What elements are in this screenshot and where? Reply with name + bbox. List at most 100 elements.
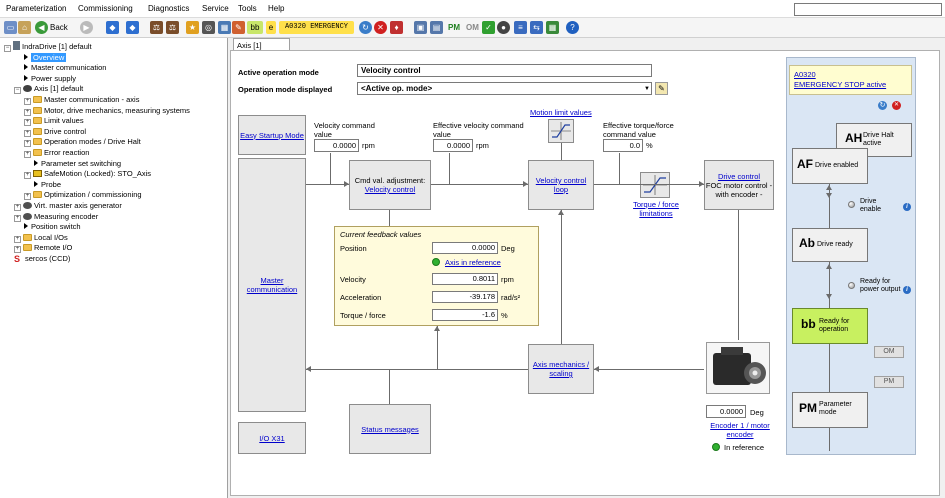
status-messages-link[interactable]: Status messages xyxy=(361,424,419,434)
expand-toggle-icon[interactable]: + xyxy=(24,129,31,137)
cmd-adjust-block[interactable]: Cmd val. adjustment: Velocity control xyxy=(349,160,431,210)
expand-toggle-icon[interactable]: − xyxy=(4,45,11,52)
compare-icon[interactable]: ⇆ xyxy=(530,21,543,34)
tree-item[interactable]: +Master communication - axis xyxy=(24,94,139,105)
master-comm-link[interactable]: Master communication xyxy=(246,276,298,294)
om-mode[interactable]: OM xyxy=(466,23,479,32)
cmd-adjust-link[interactable]: Velocity control xyxy=(364,185,416,194)
tree-item[interactable]: −Axis [1] default xyxy=(14,83,83,95)
axis-mechanics-block[interactable]: Axis mechanics / scaling xyxy=(528,344,594,394)
previous-icon[interactable]: ◆ xyxy=(106,21,119,34)
expand-toggle-icon[interactable]: + xyxy=(24,151,31,158)
menu-commissioning[interactable]: Commissioning xyxy=(78,4,133,13)
star-icon[interactable]: ★ xyxy=(186,21,199,34)
stop-icon[interactable]: ✕ xyxy=(374,21,387,34)
print-icon[interactable]: ▤ xyxy=(430,21,443,34)
torque-limit-icon[interactable] xyxy=(640,172,670,198)
tree-item[interactable]: Probe xyxy=(34,179,61,190)
tree-item[interactable]: Parameter set switching xyxy=(34,158,121,169)
tree-item[interactable]: +SafeMotion (Locked): STO_Axis xyxy=(24,168,151,180)
master-comm-block[interactable]: Master communication xyxy=(238,158,306,412)
menu-help[interactable]: Help xyxy=(268,4,285,13)
expand-toggle-icon[interactable]: + xyxy=(24,108,31,116)
pm-button[interactable]: PM xyxy=(874,376,904,388)
tree-item[interactable]: Power supply xyxy=(24,73,76,84)
tree-item[interactable]: +Measuring encoder xyxy=(14,211,98,222)
info-icon[interactable]: i xyxy=(903,286,911,294)
back-label[interactable]: Back xyxy=(50,23,68,32)
tree-item[interactable]: +Error reaction xyxy=(24,147,89,158)
motion-limits-link[interactable]: Motion limit values xyxy=(530,108,592,117)
check-icon[interactable]: ✓ xyxy=(482,21,495,34)
displayed-mode-select[interactable]: <Active op. mode> xyxy=(357,82,652,95)
search-input[interactable] xyxy=(794,3,942,16)
state-af[interactable]: AF Drive enabled xyxy=(792,148,868,184)
menu-parameterization[interactable]: Parameterization xyxy=(6,4,67,13)
tree-item[interactable]: +Motor, drive mechanics, measuring syste… xyxy=(24,105,190,116)
alarm-code[interactable]: A0320 xyxy=(794,70,816,79)
io-link[interactable]: I/O X31 xyxy=(259,433,285,443)
expand-toggle-icon[interactable]: + xyxy=(14,204,21,211)
tree-item[interactable]: −IndraDrive [1] default xyxy=(4,41,92,52)
expand-toggle-icon[interactable]: + xyxy=(24,172,31,180)
expand-toggle-icon[interactable]: + xyxy=(24,119,31,127)
alarm-text[interactable]: EMERGENCY STOP active xyxy=(794,80,887,89)
expand-toggle-icon[interactable]: − xyxy=(14,87,21,95)
velocity-loop-block[interactable]: Velocity control loop xyxy=(528,160,594,210)
scope-icon[interactable]: ⚖ xyxy=(150,21,163,34)
list-icon[interactable]: ≡ xyxy=(514,21,527,34)
axis-ref-link[interactable]: Axis in reference xyxy=(445,258,501,267)
reset-icon[interactable]: ♦ xyxy=(390,21,403,34)
tree-item[interactable]: Master communication xyxy=(24,62,106,73)
state-pm[interactable]: PM Parameter mode xyxy=(792,392,868,428)
tree-item[interactable]: +Virt. master axis generator xyxy=(14,200,122,211)
drive-enable-switch[interactable] xyxy=(848,201,855,208)
help-icon[interactable]: ? xyxy=(566,21,579,34)
expand-toggle-icon[interactable]: + xyxy=(14,214,21,222)
menu-service[interactable]: Service xyxy=(202,4,229,13)
expand-toggle-icon[interactable]: + xyxy=(14,235,21,243)
tree-item[interactable]: +Drive control xyxy=(24,126,86,137)
clear-error-icon[interactable]: ✕ xyxy=(892,101,901,110)
tree-item[interactable]: +Remote I/O xyxy=(14,242,72,254)
pm-mode[interactable]: PM xyxy=(448,23,460,32)
expand-toggle-icon[interactable]: + xyxy=(24,98,31,105)
torque-limits-link[interactable]: Torque / force limitations xyxy=(633,200,679,218)
tools-icon[interactable]: ✎ xyxy=(232,21,245,34)
menu-diagnostics[interactable]: Diagnostics xyxy=(148,4,190,13)
expand-toggle-icon[interactable]: + xyxy=(14,246,21,254)
table-icon[interactable]: ▦ xyxy=(218,21,231,34)
velocity-loop-link[interactable]: Velocity control loop xyxy=(535,176,587,194)
io-block[interactable]: I/O X31 xyxy=(238,422,306,454)
om-button[interactable]: OM xyxy=(874,346,904,358)
chevron-down-icon[interactable]: ▼ xyxy=(644,86,650,92)
power-output-switch[interactable] xyxy=(848,282,855,289)
motion-limit-icon[interactable] xyxy=(548,119,574,143)
drive-control-link[interactable]: Drive control xyxy=(717,171,761,181)
easy-startup-block[interactable]: Easy Startup Mode xyxy=(238,115,306,155)
motor-icon[interactable]: ● xyxy=(497,21,510,34)
drive-control-block[interactable]: Drive control FOC motor control - with e… xyxy=(704,160,774,210)
encoder-link[interactable]: Encoder 1 / motor encoder xyxy=(710,421,770,439)
state-bb[interactable]: bb Ready for operation xyxy=(792,308,868,344)
tree-item[interactable]: +Limit values xyxy=(24,115,84,127)
grid-icon[interactable]: ▦ xyxy=(546,21,559,34)
document-icon[interactable]: ▭ xyxy=(4,21,17,34)
expand-toggle-icon[interactable]: + xyxy=(24,140,31,148)
status-messages-block[interactable]: Status messages xyxy=(349,404,431,454)
edit-icon[interactable]: ✎ xyxy=(655,82,668,95)
refresh-icon[interactable]: ↻ xyxy=(359,21,372,34)
back-icon[interactable]: ◀ xyxy=(35,21,48,34)
tree-item[interactable]: +Local I/Os xyxy=(14,232,68,243)
tree-item[interactable]: Overview xyxy=(24,52,67,63)
menu-tools[interactable]: Tools xyxy=(238,4,257,13)
tree-item[interactable]: +Optimization / commissioning xyxy=(24,189,142,201)
forward-icon[interactable]: ▶ xyxy=(80,21,93,34)
window-icon[interactable]: ▣ xyxy=(414,21,427,34)
next-icon[interactable]: ◆ xyxy=(126,21,139,34)
info-icon[interactable]: i xyxy=(903,203,911,211)
expand-toggle-icon[interactable]: + xyxy=(24,193,31,201)
home-icon[interactable]: ⌂ xyxy=(18,21,31,34)
tree-item[interactable]: Position switch xyxy=(24,221,81,232)
